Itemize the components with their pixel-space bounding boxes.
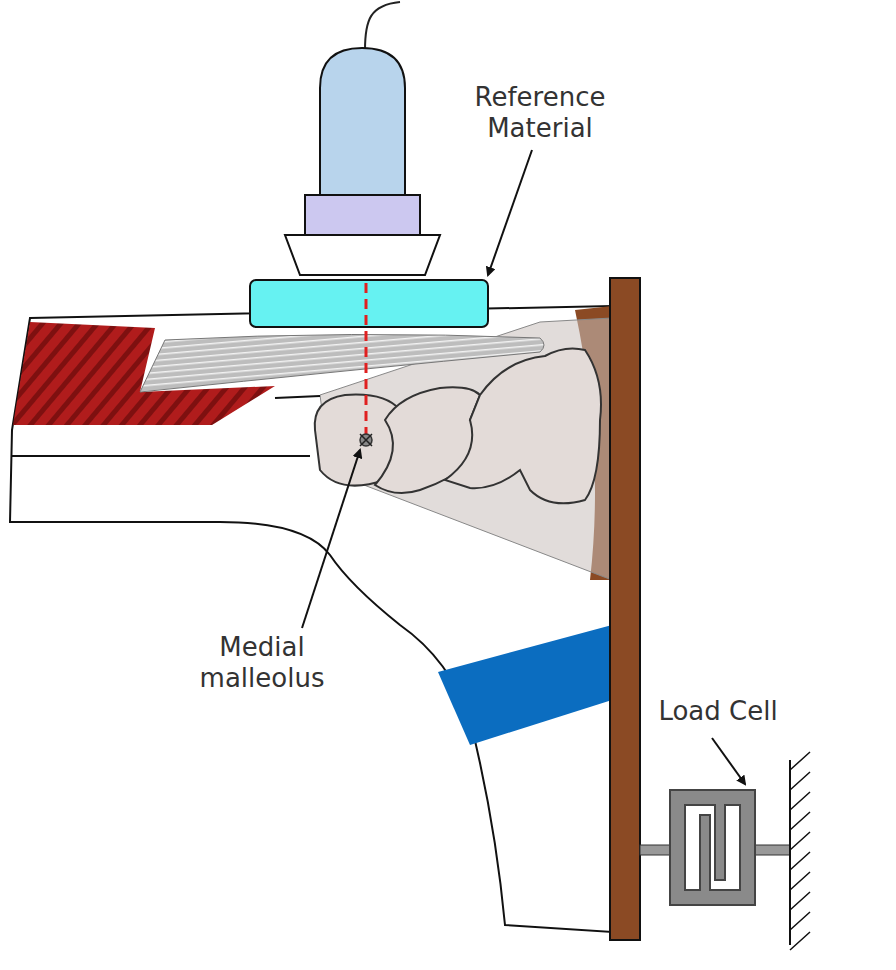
tibia-line <box>12 455 310 457</box>
probe-cable <box>365 2 400 50</box>
probe-head <box>285 235 440 275</box>
foot-plate <box>610 278 640 940</box>
wall-hatch <box>790 752 810 950</box>
probe-neck <box>305 195 420 235</box>
leader-line <box>712 738 745 784</box>
callout-label: Load Cell <box>658 696 777 727</box>
callout-label: Reference Material <box>440 82 640 144</box>
tarsal-bone <box>445 348 601 503</box>
tibia-line <box>275 396 320 398</box>
probe-body <box>320 48 405 195</box>
load-cell-symbol <box>670 790 755 905</box>
tendon <box>140 334 544 392</box>
wall <box>789 760 791 945</box>
reference-pad <box>250 280 488 327</box>
load-rod <box>640 845 672 855</box>
callout-label: Medial malleolus <box>167 632 357 694</box>
target-mark <box>360 434 372 446</box>
target-mark <box>360 434 372 446</box>
foot-strap <box>438 625 612 745</box>
leg-outline <box>10 306 612 932</box>
beam-line <box>365 283 368 436</box>
leader-line <box>488 150 532 275</box>
load-rod <box>755 845 790 855</box>
leader-line <box>302 450 360 628</box>
